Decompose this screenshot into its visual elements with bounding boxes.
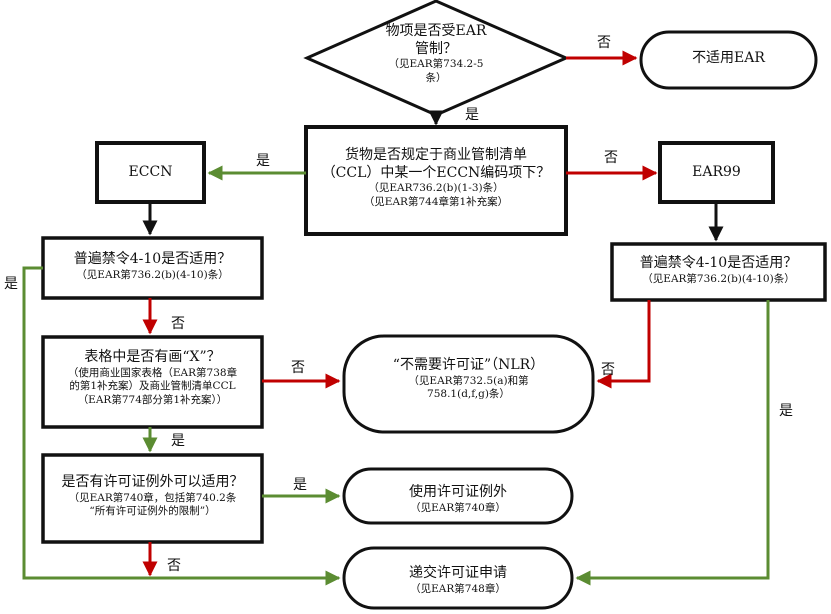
ccl-question-main: 货物是否规定于商业管制清单 （CCL）中某一个ECCN编码项下？ — [321, 147, 551, 181]
ear-question-text: 物项是否受EAR 管制？ （见EAR第734.2-5 条） — [350, 23, 522, 85]
not-ear-main: 不适用EAR — [692, 50, 765, 66]
use-exception-main: 使用许可证例外 — [409, 484, 507, 500]
exception-question-main: 是否有许可证例外可以适用？ — [61, 474, 244, 490]
edge-gp-left-yes — [22, 266, 341, 586]
eccn-main: ECCN — [128, 164, 173, 180]
ear-question-main: 物项是否受EAR 管制？ — [385, 23, 487, 57]
exception-box — [41, 453, 264, 544]
gp-left-sub: （见EAR第736.2(b)(4-10)条） — [76, 268, 229, 281]
exception-question-sub: （见EAR第740章，包括第740.2条 “所有许可证例外的限制”） — [68, 491, 237, 518]
gp-left-main: 普遍禁令4-10是否适用？ — [73, 251, 232, 267]
edge-label-gp-right-no: 否 — [601, 362, 615, 378]
ear99-main: EAR99 — [692, 164, 741, 180]
gp-left-text: 普遍禁令4-10是否适用？ （见EAR第736.2(b)(4-10)条） — [45, 251, 260, 282]
ccl-question-sub: （见EAR736.2(b)(1-3)条） （见EAR第744章第1补充案） — [363, 182, 509, 208]
nlr-main: “不需要许可证”（NLR） — [392, 357, 545, 373]
eccn-text: ECCN — [97, 164, 204, 182]
ccl-decision-box — [304, 125, 568, 236]
exception-question-text: 是否有许可证例外可以适用？ （见EAR第740章，包括第740.2条 “所有许可… — [45, 474, 260, 519]
x-table-text: 表格中是否有画“X”？ （使用商业国家表格（EAR第738章 的第1补充案）及商… — [45, 349, 260, 407]
ear99-box — [658, 141, 775, 204]
nlr-text: “不需要许可证”（NLR） （见EAR第732.5(a)和第 758.1(d,f… — [344, 357, 593, 402]
use-exception-text: 使用许可证例外 （见EAR第740章） — [344, 484, 572, 515]
edge-label-gp-left-no: 否 — [171, 316, 185, 332]
edge-label-ccl-no: 否 — [604, 150, 618, 166]
gp-left-box — [41, 236, 264, 300]
edge-label-ear-yes: 是 — [465, 107, 479, 123]
edge-label-gp-left-yes: 是 — [4, 276, 18, 292]
ccl-question-text: 货物是否规定于商业管制清单 （CCL）中某一个ECCN编码项下？ （见EAR73… — [310, 147, 562, 209]
nlr-sub: （见EAR第732.5(a)和第 758.1(d,f,g)条） — [408, 374, 529, 401]
ear-question-sub: （见EAR第734.2-5 条） — [388, 58, 484, 84]
nlr-terminal — [342, 334, 595, 434]
edge-label-exc-no: 否 — [167, 558, 181, 574]
use-exception-terminal — [342, 467, 574, 525]
use-exception-sub: （见EAR第740章） — [410, 501, 506, 514]
gp-right-sub: （见EAR第736.2(b)(4-10)条） — [642, 272, 795, 285]
edge-label-gp-right-yes: 是 — [779, 403, 793, 419]
submit-main: 递交许可证申请 — [409, 565, 507, 581]
not-ear-terminal — [639, 30, 818, 90]
gp-right-box — [610, 242, 827, 302]
gp-right-main: 普遍禁令4-10是否适用？ — [639, 255, 798, 271]
edge-gp-right-no — [596, 300, 651, 389]
edge-label-x-yes: 是 — [171, 433, 185, 449]
edge-label-exc-yes: 是 — [293, 477, 307, 493]
x-table-sub: （使用商业国家表格（EAR第738章 的第1补充案）及商业管制清单CCL （EA… — [67, 366, 238, 406]
not-ear-text: 不适用EAR — [641, 50, 816, 68]
ear99-text: EAR99 — [660, 164, 773, 182]
edge-label-ear-no: 否 — [597, 35, 611, 51]
edge-gp-right-yes — [575, 300, 770, 586]
gp-right-text: 普遍禁令4-10是否适用？ （见EAR第736.2(b)(4-10)条） — [614, 255, 823, 286]
submit-sub: （见EAR第748章） — [410, 582, 506, 595]
submit-terminal — [342, 546, 574, 610]
edge-label-x-no: 否 — [291, 360, 305, 376]
edge-label-ccl-yes: 是 — [256, 153, 270, 169]
submit-text: 递交许可证申请 （见EAR第748章） — [344, 565, 572, 596]
x-table-main: 表格中是否有画“X”？ — [84, 349, 221, 365]
